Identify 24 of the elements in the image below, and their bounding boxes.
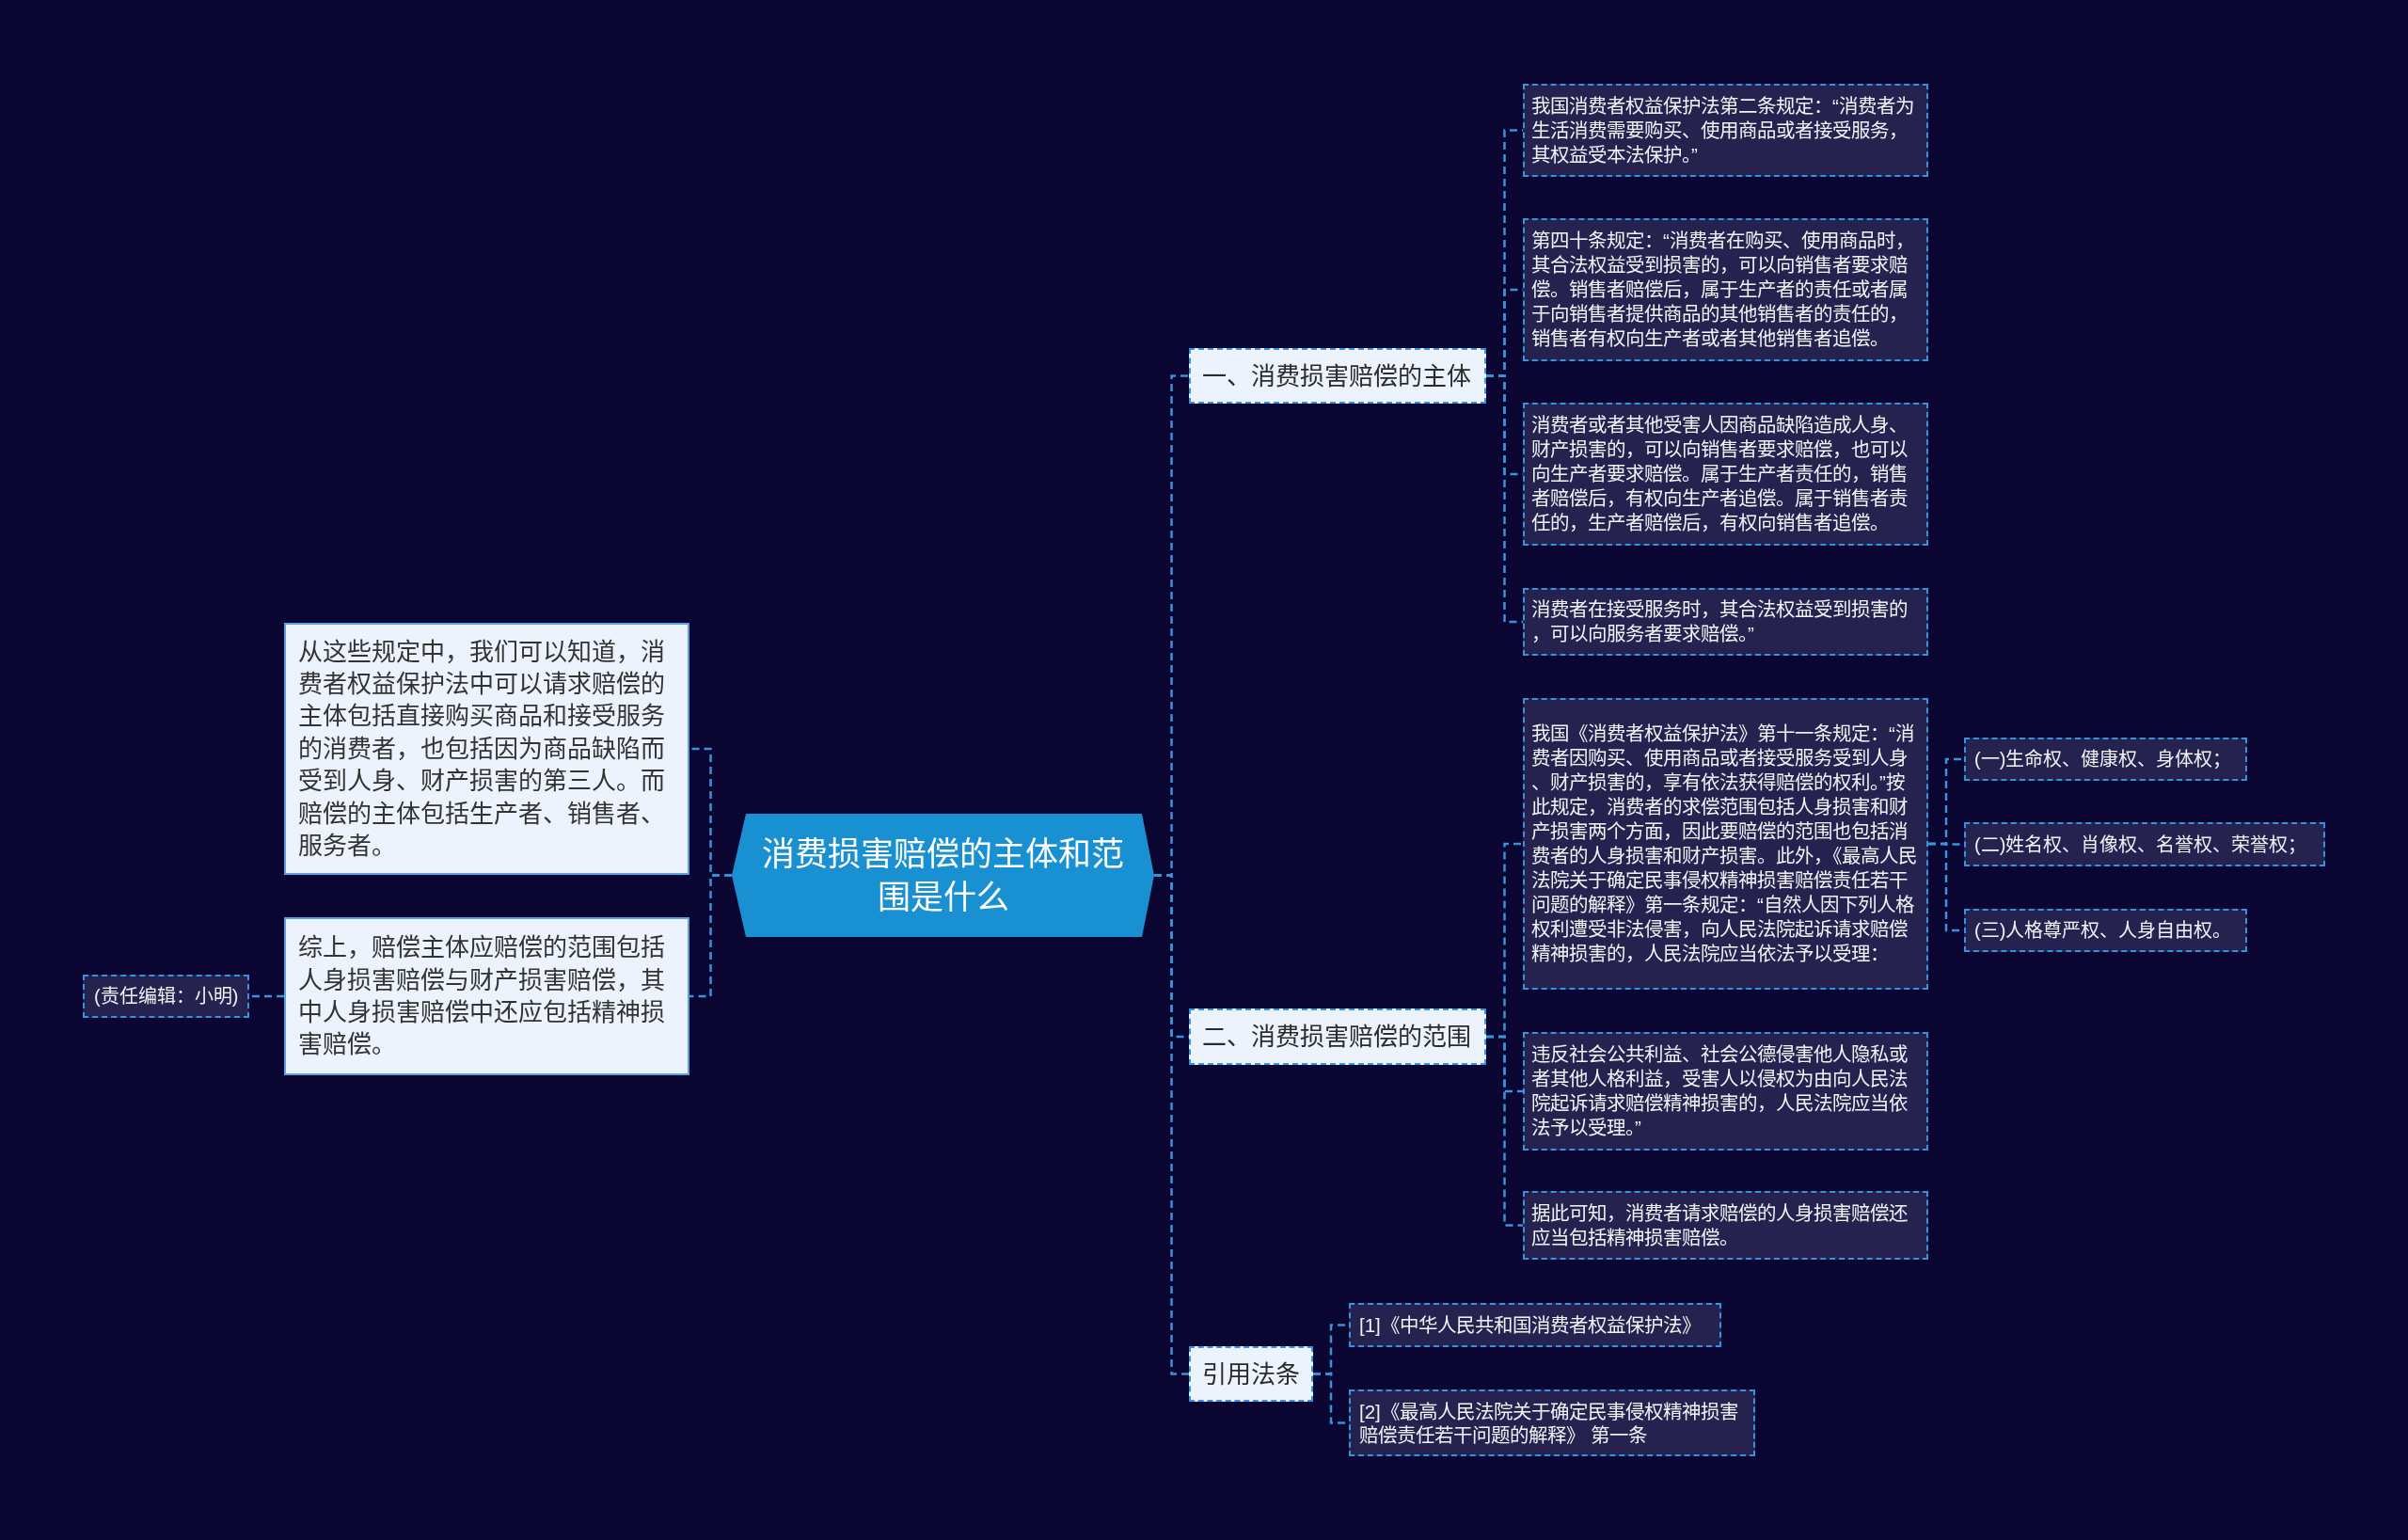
text-box: 据此可知，消费者请求赔偿的人身损害赔偿还应当包括精神损害赔偿。 <box>1523 1191 1928 1260</box>
connector-line <box>1486 1035 1523 1227</box>
reference-box: [1]《中华人民共和国消费者权益保护法》 <box>1349 1303 1721 1347</box>
text-box: 消费者在接受服务时，其合法权益受到损害的，可以向服务者要求赔偿。” <box>1523 588 1928 656</box>
text-box: 我国消费者权益保护法第二条规定：“消费者为生活消费需要购买、使用商品或者接受服务，其权益受本法保护。” <box>1523 84 1928 177</box>
text-box: (一)生命权、健康权、身体权； <box>1964 738 2247 781</box>
connector-line <box>689 874 732 998</box>
topic-box: 二、消费损害赔偿的范围 <box>1189 1008 1486 1065</box>
text-box: 违反社会公共利益、社会公德侵害他人隐私或者其他人格利益，受害人以侵权为由向人民法院起诉请求赔偿精神损害的，人民法院应当依法予以受理。” <box>1523 1032 1928 1151</box>
note-box: 从这些规定中，我们可以知道，消费者权益保护法中可以请求赔偿的主体包括直接购买商品和接受服务的消费者，也包括因为商品缺陷而受到人身、财产损害的第三人。而赔偿的主体包括生产者、销售者、服务者。 <box>284 623 689 875</box>
topic-hexagon: 消费损害赔偿的主体和范围是什么 <box>732 814 1154 937</box>
text-box: 我国《消费者权益保护法》第十一条规定：“消费者因购买、使用商品或者接受服务受到人身、财产损害的，享有依法获得赔偿的权利。”按此规定，消费者的求偿范围包括人身损害和财产损害两个方面，因此要赔偿的范围也包括消费者的人身损害和财产损害。此外，《最高人民法院关于确定民事侵权精神损害赔偿责任若干问题的解释》第一条规定：“自然人因下列人格权利遭受非法侵害，向人民法院起诉请求赔偿精神损害的，人民法院应当依法予以受理： <box>1523 698 1928 990</box>
note-box: (责任编辑：小明) <box>83 975 249 1018</box>
connector-line <box>249 994 284 998</box>
text-box: (二)姓名权、肖像权、名誉权、荣誉权； <box>1964 822 2325 866</box>
reference-box: [2]《最高人民法院关于确定民事侵权精神损害赔偿责任若干问题的解释》 第一条 <box>1349 1389 1755 1456</box>
connector-line <box>1154 874 1189 1375</box>
note-box: 综上，赔偿主体应赔偿的范围包括人身损害赔偿与财产损害赔偿，其中人身损害赔偿中还应包括精神损害赔偿。 <box>284 917 689 1075</box>
text-box: 消费者或者其他受害人因商品缺陷造成人身、财产损害的，可以向销售者要求赔偿，也可以向生产者要求赔偿。属于生产者责任的，销售者赔偿后，有权向生产者追偿。属于销售者责任的，生产者赔偿后，有权向销售者追偿。 <box>1523 403 1928 546</box>
text-box: 第四十条规定：“消费者在购买、使用商品时，其合法权益受到损害的，可以向销售者要求赔偿。销售者赔偿后，属于生产者的责任或者属于向销售者提供商品的其他销售者的责任的，销售者有权向生产者或者其他销售者追偿。 <box>1523 218 1928 361</box>
topic-box: 引用法条 <box>1189 1346 1313 1402</box>
topic-box: 一、消费损害赔偿的主体 <box>1189 348 1486 404</box>
connector-line <box>1486 374 1523 624</box>
text-box: (三)人格尊严权、人身自由权。 <box>1964 909 2247 952</box>
